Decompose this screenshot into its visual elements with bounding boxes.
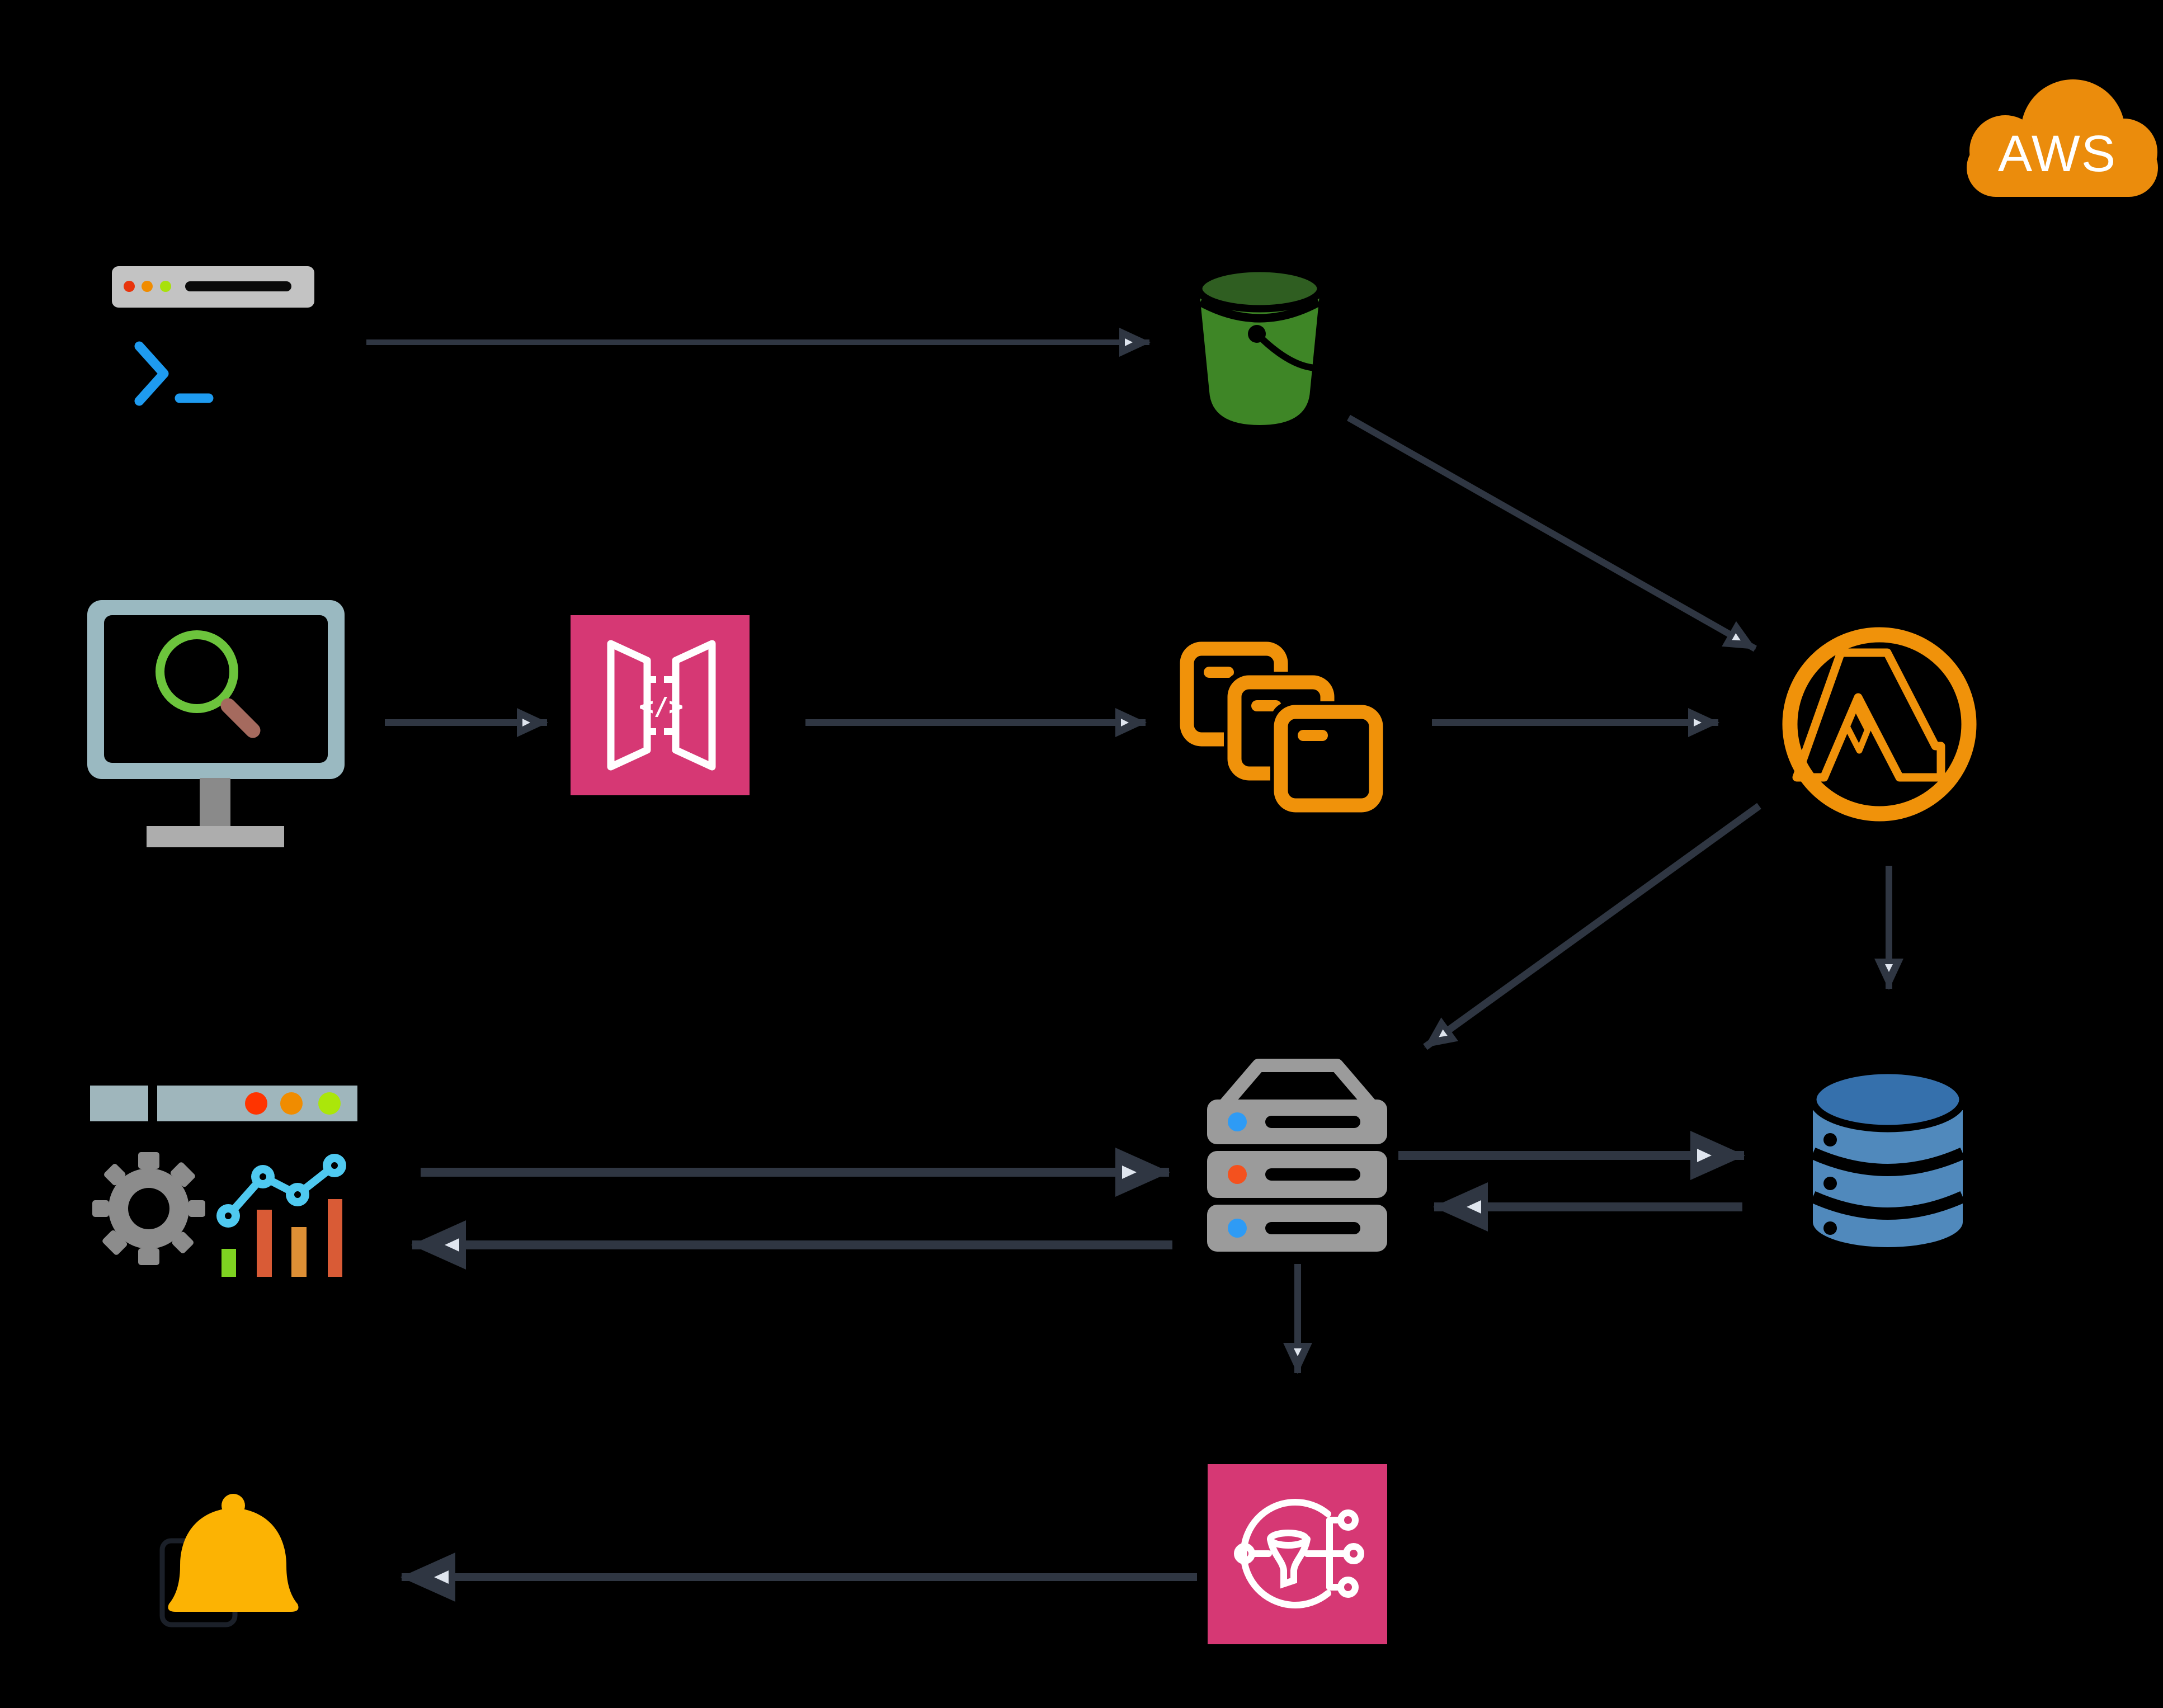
terminal-prompt-icon: [134, 341, 169, 406]
lambda-icon: [1792, 648, 1945, 782]
aws-cloud-node: AWS: [1967, 79, 2158, 197]
api-gateway-node: </>: [571, 615, 750, 795]
dashboard-dot-red: [245, 1092, 267, 1115]
notification-bell-node: [159, 1494, 299, 1627]
server-led-3: [1228, 1219, 1247, 1238]
database-cut-1: [1810, 1147, 1966, 1176]
monitor-base: [147, 826, 284, 847]
line-chart-icon: [216, 1154, 346, 1228]
monitoring-dashboard-node: [90, 1086, 357, 1277]
edges: [366, 328, 1903, 1602]
monitor-screen: [104, 615, 328, 763]
bar-chart-icon: [222, 1199, 342, 1277]
arrow-s3-to-lambda: [1347, 414, 1757, 652]
api-gateway-icon: [571, 615, 750, 795]
lambda-circle: [1782, 627, 1977, 822]
search-monitor-node: [87, 600, 345, 847]
sns-topic-node: [1208, 1464, 1387, 1644]
lambda-node: [1782, 627, 1977, 822]
terminal-dot-orange: [142, 281, 153, 292]
api-gateway-right-door: [672, 640, 716, 771]
terminal-dot-green: [160, 281, 171, 292]
dashboard-dot-orange: [280, 1092, 303, 1115]
bucket-icon: [1200, 295, 1320, 425]
magnifier-handle: [220, 698, 261, 738]
terminal-dot-red: [124, 281, 135, 292]
magnifier-ring-icon: [155, 630, 238, 713]
aws-cloud-logo: [1967, 79, 2158, 197]
lambda-leg-notch: [1844, 702, 1871, 754]
bell-icon: [168, 1508, 299, 1612]
bucket-band: [1198, 298, 1321, 323]
dashboard-bar-left: [90, 1086, 148, 1121]
sns-funnel-body: [1267, 1536, 1311, 1589]
sns-node-middle: [1343, 1543, 1364, 1564]
aws-cloud-label: AWS: [1998, 125, 2117, 182]
server-slot-1: [1265, 1116, 1360, 1128]
sns-node-bottom: [1337, 1577, 1359, 1598]
queue-halo-front: [1270, 701, 1387, 816]
cli-terminal-node: [112, 266, 314, 406]
database-top: [1809, 1067, 1967, 1133]
server-led-1: [1228, 1112, 1247, 1131]
database-cut-2: [1810, 1191, 1966, 1220]
server-led-2: [1228, 1165, 1247, 1184]
server-roof: [1219, 1059, 1376, 1109]
terminal-address-pill: [185, 281, 291, 291]
api-gateway-left-door: [607, 640, 651, 771]
gear-icon: [92, 1152, 205, 1265]
database-dot-2: [1823, 1177, 1837, 1190]
dashboard-dot-green: [318, 1092, 341, 1115]
arrow-lambda-to-server: [1423, 803, 1761, 1050]
message-queue-node: [1180, 641, 1387, 816]
database-dot-1: [1823, 1133, 1837, 1146]
s3-bucket-node: [1195, 265, 1325, 425]
queue-square-front: [1274, 705, 1383, 813]
monitor-neck: [200, 778, 230, 827]
bucket-rim: [1195, 265, 1325, 313]
sns-circle-arc: [1240, 1499, 1331, 1608]
server-stack-node: [1207, 1059, 1387, 1252]
database-node: [1809, 1067, 1967, 1247]
api-gateway-code-glyph: </>: [639, 692, 683, 721]
sns-node-top: [1337, 1509, 1359, 1531]
bucket-handle: [1254, 331, 1316, 371]
server-slot-2: [1265, 1168, 1360, 1181]
server-slot-3: [1265, 1222, 1360, 1234]
database-dot-3: [1823, 1221, 1837, 1235]
